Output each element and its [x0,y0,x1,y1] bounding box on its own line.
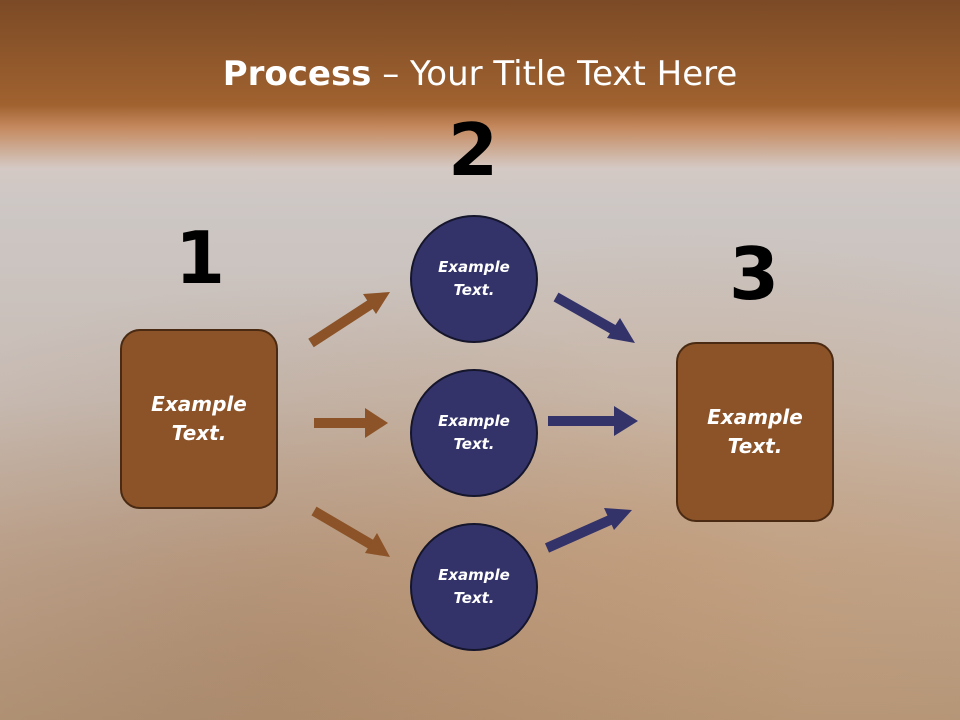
circle-middle[interactable]: Example Text. [410,369,538,497]
slide-title: Process – Your Title Text Here [0,52,960,96]
right-box[interactable]: Example Text. [676,342,834,522]
arrow-middle-to-right [548,406,638,436]
step-number-2: 2 [447,108,499,192]
circle-top-text: Example Text. [438,258,510,299]
circle-bottom-text: Example Text. [438,566,510,607]
arrow-left-to-top [308,292,390,348]
circle-middle-text: Example Text. [438,412,510,453]
circle-top[interactable]: Example Text. [410,215,538,343]
title-bold: Process [222,54,372,94]
title-rest: – Your Title Text Here [371,54,738,94]
arrow-top-to-right [553,292,635,343]
arrow-left-to-middle [314,408,388,438]
arrow-left-to-bottom [311,506,390,557]
arrow-bottom-to-right [544,508,632,553]
right-box-text: Example Text. [707,405,803,458]
left-box[interactable]: Example Text. [120,329,278,509]
circle-bottom[interactable]: Example Text. [410,523,538,651]
step-number-1: 1 [174,216,226,300]
left-box-text: Example Text. [151,392,247,445]
step-number-3: 3 [728,232,780,316]
